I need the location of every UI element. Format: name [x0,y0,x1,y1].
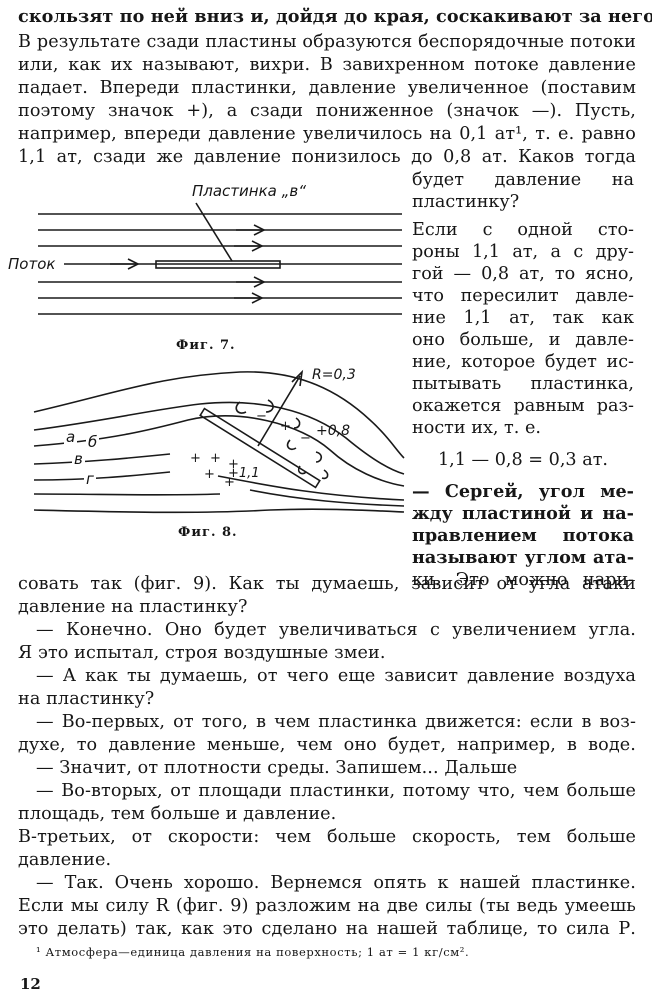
text-line: — Во-вторых, от площади пластинки, потом… [36,781,636,801]
text-line: на пластинку? [18,689,155,709]
text-line: пластинку? [412,192,520,212]
figure-8-caption: Фиг. 8. [178,525,238,540]
text-line: — Значит, от плотности среды. Запишем...… [36,758,518,778]
plate-rect [155,260,281,269]
text-line: скользят по ней вниз и, дойдя до края, с… [18,6,652,27]
text-line: — Сергей, угол ме- [412,481,634,502]
text-line: что пересилит давле- [412,286,634,306]
text-line: оно больше, и давле- [412,330,634,350]
text-line: поэтому значок +), а сзади пониженное (з… [18,101,636,121]
text-line: площадь, тем больше и давление. [18,804,337,824]
svg-text:−: − [256,409,267,424]
text-line: окажется равным раз- [412,396,634,416]
streamlines [33,371,405,514]
arrow-icons [110,224,266,304]
text-line: Я это испытал, строя воздушные змеи. [18,643,386,663]
label-g: г [84,470,96,488]
text-line: будет давление на [412,170,634,190]
label-pressure-back: +0,8 [316,423,350,439]
page-number: 12 [20,975,41,993]
text-line: это делать) так, как это сделано на наше… [18,919,636,939]
text-line: В-третьих, от скорости: чем больше скоро… [18,827,636,847]
label-b: б [86,433,100,451]
label-a: а [64,428,78,446]
text-line: или, как их называют, вихри. В завихренн… [18,55,636,75]
text-line: духе, то давление меньше, чем оно будет,… [18,735,636,755]
text-line: — Конечно. Оно будет увеличиваться с уве… [36,620,636,640]
svg-text:+: + [204,467,215,482]
svg-text:+: + [228,457,239,472]
equation: 1,1 — 0,8 = 0,3 ат. [437,450,609,470]
svg-text:+: + [190,451,201,466]
text-line: — Так. Очень хорошо. Вернемся опять к на… [36,873,636,893]
text-line: Если мы силу R (фиг. 9) разложим на две … [18,896,636,916]
footnote: ¹ Атмосфера—единица давления на поверхно… [36,945,470,959]
text-line: ки. Это можно нари- [412,570,634,590]
text-line: Если с одной сто- [412,220,634,240]
svg-text:+: + [210,451,221,466]
text-line: например, впереди давление увеличилось н… [18,124,636,144]
resultant-force-line [257,375,301,447]
label-flow: Поток [8,255,58,273]
label-v: в [72,450,85,468]
svg-text:−: − [300,431,311,446]
text-line: В результате сзади пластины образуются б… [18,32,636,52]
svg-text:+: + [280,419,291,434]
text-line: — А как ты думаешь, от чего еще зависит … [36,666,636,686]
resultant-arrow-icon [291,369,304,387]
text-line: совать так (фиг. 9). Как ты думаешь, зав… [18,574,636,594]
text-line: давление на пластинку? [18,597,248,617]
text-line: пытывать пластинка, [412,374,634,394]
text-line: правлением потока [412,525,634,546]
text-line: жду пластиной и на- [412,503,634,524]
plus-signs: + + + + + + − − [190,409,311,490]
right-text-column: будет давление на пластинку? Если с одно… [412,169,634,591]
text-line: ние 1,1 ат, так как [412,308,634,328]
label-plate: Пластинка „в“ [190,182,309,200]
svg-text:+: + [224,475,235,490]
label-pressure-front: +1,1 [228,466,260,481]
figure-7-caption: Фиг. 7. [176,338,236,353]
text-line: — Во-первых, от того, в чем пластинка дв… [36,712,636,732]
text-line: падает. Впереди пластинки, давление увел… [18,78,636,98]
text-line: называют углом ата- [412,547,634,568]
text-line: роны 1,1 ат, а с дру- [412,242,634,262]
text-line: 1,1 ат, сзади же давление понизилось до … [18,147,636,167]
plate-leader-line [195,202,233,262]
text-line: гой — 0,8 ат, то ясно, [412,264,634,284]
text-line: ние, которое будет ис- [412,352,634,372]
text-line: давление. [18,850,112,870]
vortex-icons [235,399,329,480]
plate-in-flow [199,407,321,489]
label-r: R=0,3 [312,367,356,383]
text-line: ности их, т. е. [412,418,541,438]
